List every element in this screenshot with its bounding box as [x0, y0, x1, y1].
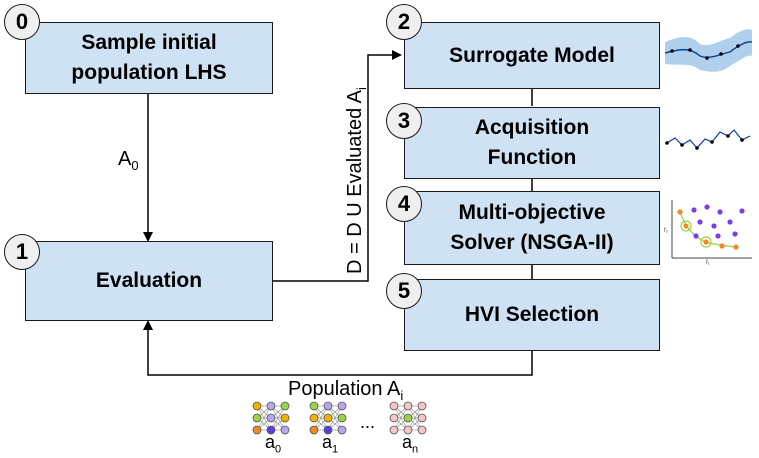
step-3-number: 3	[386, 103, 422, 139]
step-4-label: Multi-objective Solver (NSGA-II)	[450, 201, 614, 254]
step-1-number: 1	[4, 234, 40, 270]
pareto-point	[733, 244, 739, 250]
network-an-sub: n	[412, 443, 419, 456]
step-5-label: HVI Selection	[464, 303, 600, 326]
pareto-thumbnail: f₁ f₂	[664, 200, 752, 266]
step-3-box: Acquisition Function	[404, 107, 660, 179]
network-ellipsis: ...	[360, 412, 376, 432]
gp-point	[670, 49, 674, 53]
step-2-label: Surrogate Model	[449, 43, 615, 67]
population-point	[693, 233, 699, 239]
edge-label-population: Population Ai	[288, 378, 403, 403]
step-0-box: Sample initial population LHS	[25, 22, 273, 94]
pareto-point	[703, 239, 709, 245]
pareto-point	[683, 223, 689, 229]
network-a1-sub: 1	[332, 443, 339, 456]
population-point	[691, 207, 697, 213]
step-2-box: Surrogate Model	[404, 22, 660, 89]
gp-thumbnail	[664, 29, 753, 72]
population-point	[717, 209, 723, 215]
gp-uncertainty-band	[665, 29, 752, 72]
edge-label-dataset-update: D = D U Evaluated Ai	[344, 87, 369, 274]
step-0-number: 0	[4, 4, 40, 40]
dataset-sub: i	[354, 87, 369, 91]
pareto-point	[677, 209, 683, 215]
population-point	[704, 204, 710, 210]
step-3-label: Acquisition Function	[474, 116, 590, 169]
network-label-an: an	[402, 432, 418, 456]
network-an-letter: a	[402, 432, 413, 452]
step-2-number: 2	[386, 4, 422, 40]
acq-point	[710, 140, 714, 144]
network-a1-letter: a	[322, 432, 333, 452]
a0-main: A	[118, 148, 132, 170]
step-5-box: HVI Selection	[404, 279, 660, 351]
gp-point	[736, 44, 740, 48]
pareto-x-label: f₁	[706, 260, 710, 266]
step-0-label: Sample initial population LHS	[71, 31, 227, 84]
network-an	[389, 401, 427, 435]
step-1-box: Evaluation	[25, 241, 273, 321]
gp-point	[705, 56, 709, 60]
population-sub: i	[400, 388, 404, 403]
gp-point	[719, 52, 723, 56]
acq-point	[665, 141, 669, 145]
population-point	[732, 231, 738, 237]
gp-point	[688, 48, 692, 52]
step-1-label: Evaluation	[95, 269, 203, 292]
step-4-number: 4	[386, 186, 422, 222]
step-4-box: Multi-objective Solver (NSGA-II)	[404, 191, 660, 265]
acquisition-curve	[666, 129, 751, 149]
arrow-hvi-to-evaluation	[143, 320, 533, 376]
pareto-y-label: f₂	[664, 228, 669, 234]
network-label-a0: a0	[265, 432, 281, 456]
network-a1	[309, 401, 347, 435]
gp-mean-line	[664, 41, 753, 59]
population-point	[715, 233, 721, 239]
network-a0	[252, 401, 290, 435]
pareto-point	[719, 243, 725, 249]
network-a0-letter: a	[265, 432, 276, 452]
acq-point	[740, 138, 744, 142]
dataset-main: D = D U Evaluated A	[344, 90, 366, 274]
arrow-evaluation-to-surrogate	[273, 50, 402, 282]
acq-point	[726, 134, 730, 138]
step-5-number: 5	[386, 273, 422, 309]
pareto-selected-ring	[700, 236, 712, 248]
a0-sub: 0	[131, 158, 139, 173]
population-point	[727, 219, 733, 225]
pareto-selected-ring	[680, 220, 692, 232]
population-main: Population A	[288, 378, 401, 400]
population-point	[739, 208, 745, 214]
network-label-a1: a1	[322, 432, 338, 456]
acq-point	[695, 146, 699, 150]
network-a0-sub: 0	[275, 443, 282, 456]
edge-label-a0: A0	[118, 148, 139, 173]
population-point	[697, 219, 703, 225]
population-point	[711, 223, 717, 229]
acquisition-thumbnail	[665, 129, 751, 150]
acq-point	[680, 143, 684, 147]
